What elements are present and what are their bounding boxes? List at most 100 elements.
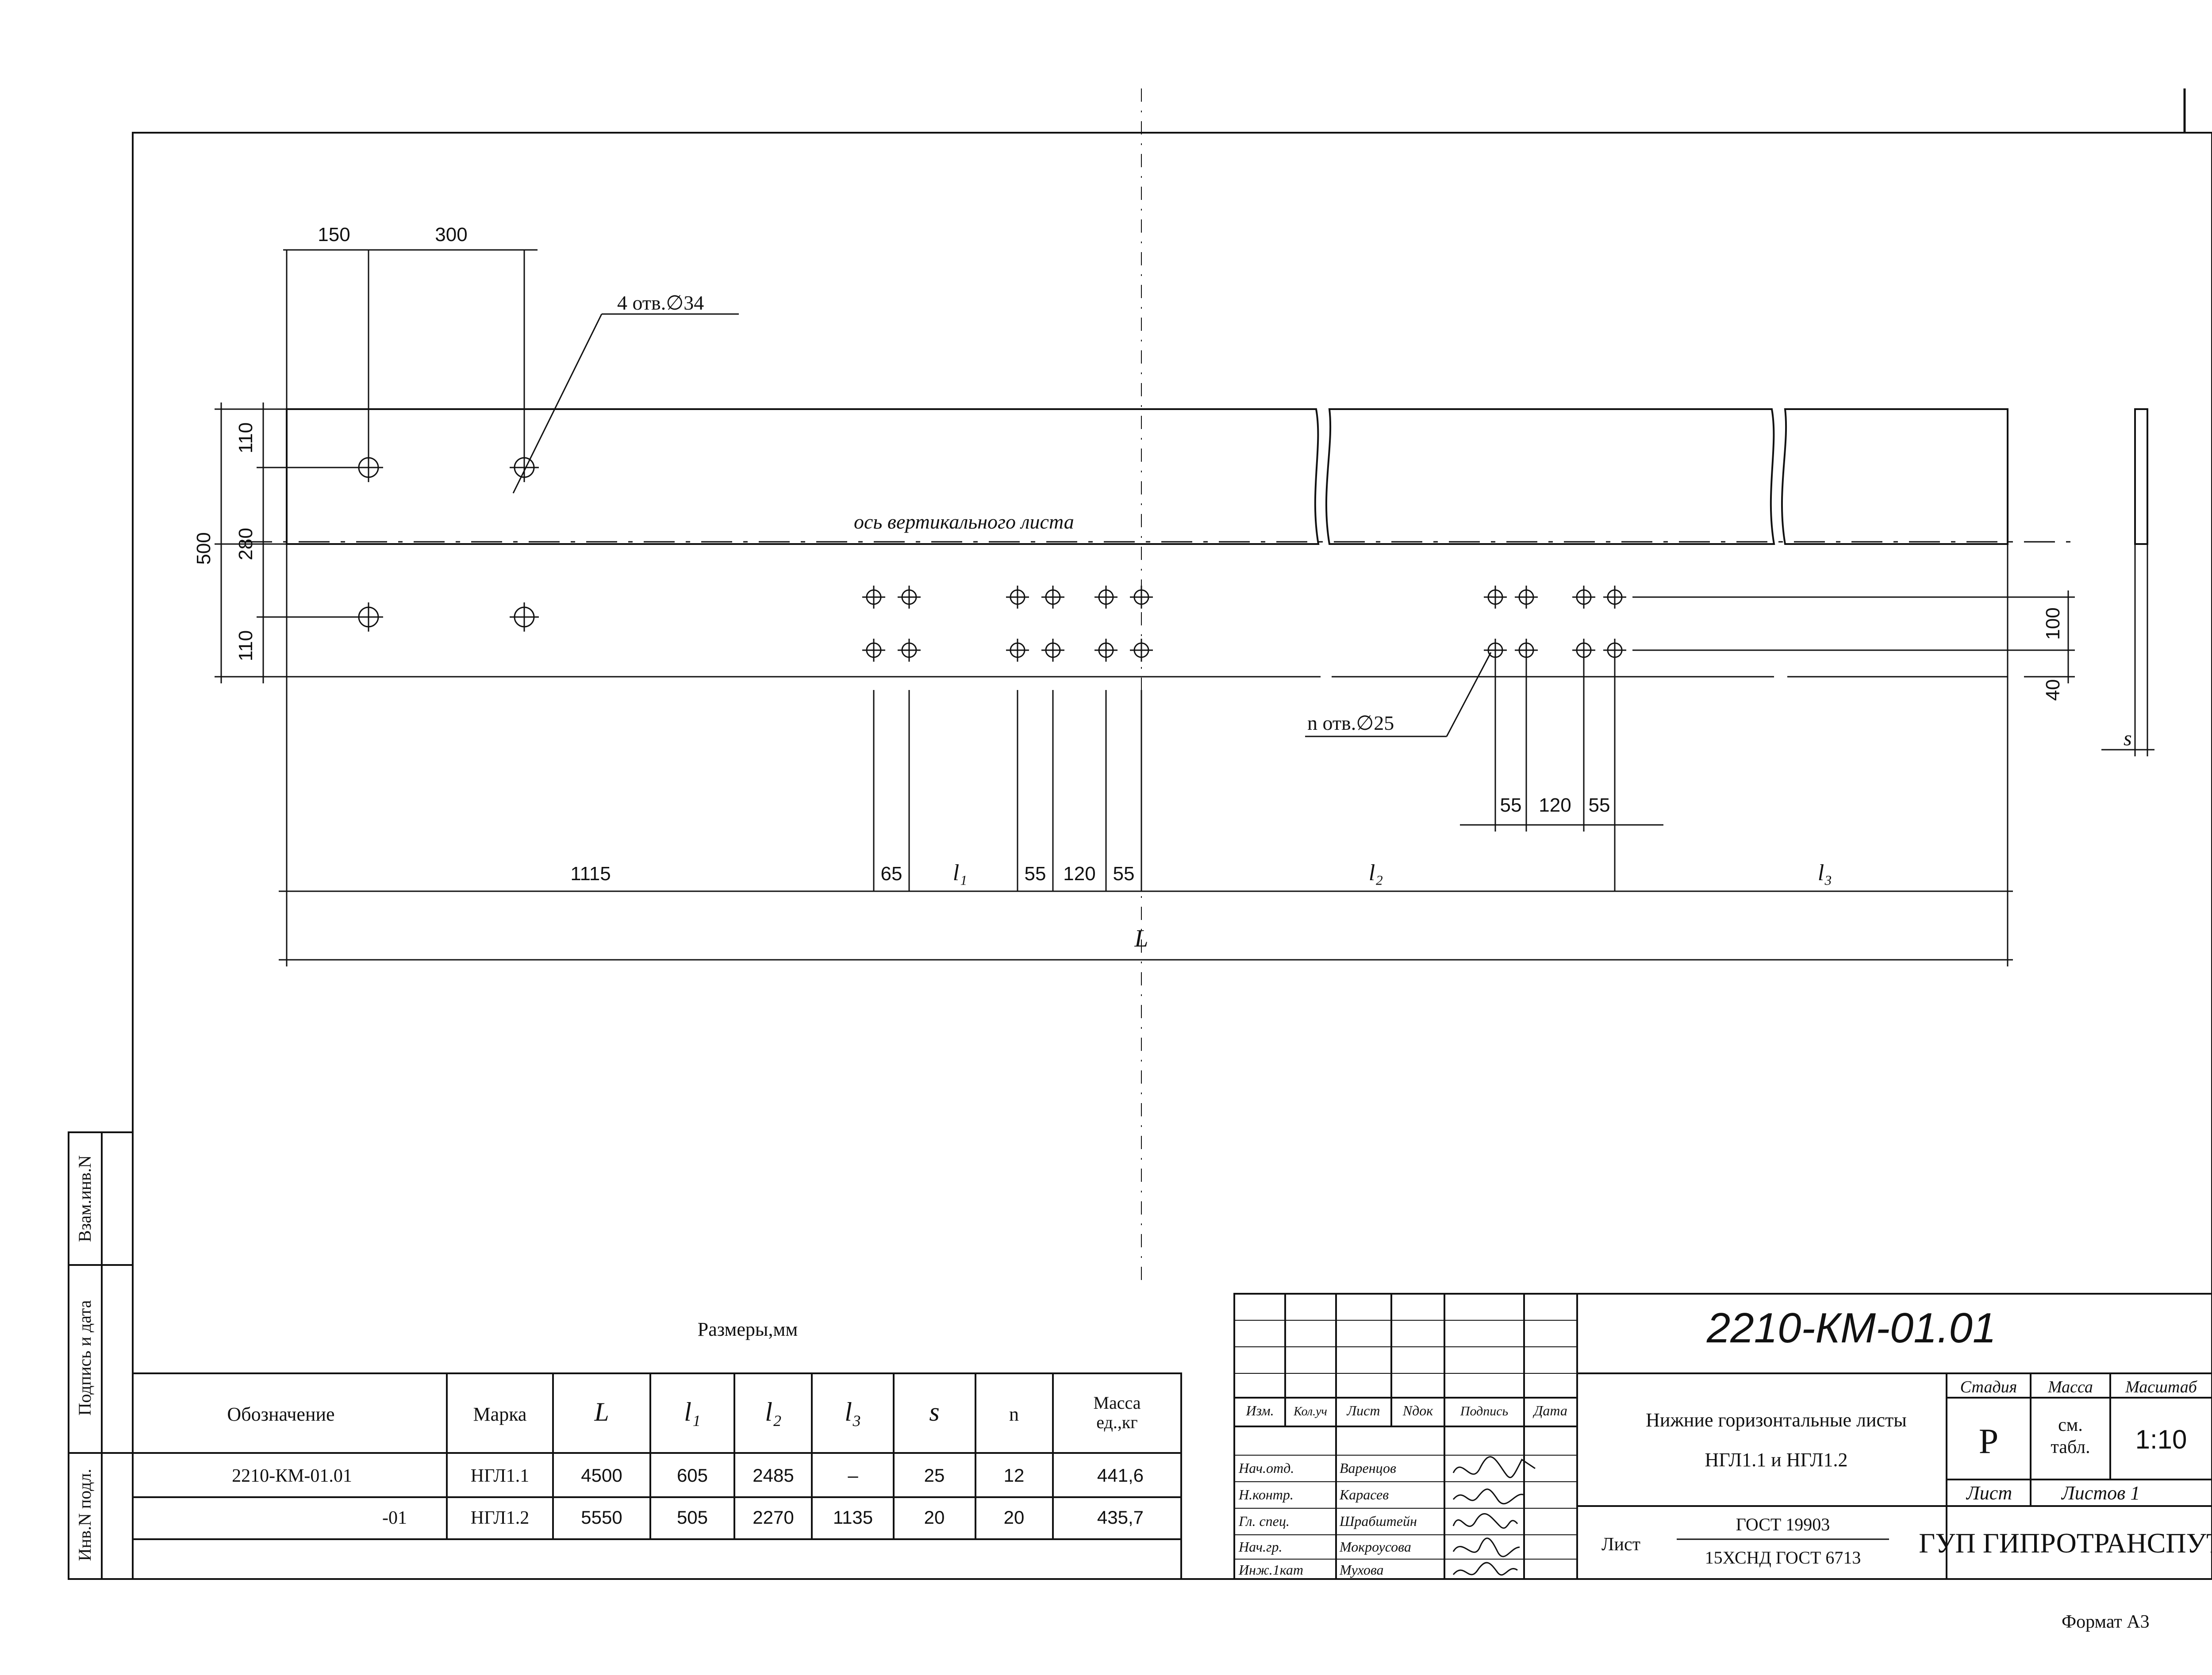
- title-block-grid: [1233, 1293, 2212, 1580]
- stamp-replace-label: Взам.инв.N: [75, 1155, 95, 1242]
- th-n: n: [1009, 1403, 1019, 1425]
- dim-300: 300: [435, 224, 467, 245]
- dim-L: L: [1134, 925, 1148, 952]
- tb-h-sign: Подпись: [1460, 1404, 1508, 1418]
- row2-L: 5550: [581, 1507, 622, 1528]
- mass-label: Масса: [2047, 1378, 2093, 1396]
- dim-280: 280: [235, 528, 257, 560]
- tb-h-izm: Изм.: [1245, 1403, 1274, 1418]
- dimension-lines: [215, 249, 2154, 966]
- scale-label: Масштаб: [2125, 1378, 2198, 1396]
- row1-s: 25: [924, 1465, 945, 1486]
- dim-s: s: [2124, 727, 2132, 750]
- name-4: Мокроусова: [1339, 1539, 1411, 1555]
- page-number: 9: [2211, 94, 2212, 126]
- sheet-label: Лист: [1966, 1482, 2012, 1504]
- mass-value-1: см.: [2058, 1415, 2083, 1435]
- dim-1115: 1115: [570, 863, 611, 885]
- row2-mark: НГЛ1.2: [471, 1508, 529, 1528]
- dim-500: 500: [193, 532, 215, 564]
- signatures: [1452, 1456, 1536, 1576]
- th-l3: l₃: [845, 1397, 861, 1426]
- side-stamp-frame: [68, 1131, 134, 1580]
- dim-55-d: 55: [1113, 863, 1135, 885]
- holes-d25: [862, 586, 1626, 662]
- tb-h-date: Дата: [1532, 1403, 1567, 1418]
- th-designation: Обозначение: [227, 1403, 334, 1425]
- material-line-2: 15ХСНД ГОСТ 6713: [1705, 1548, 1861, 1568]
- dim-l2: l₂: [1369, 860, 1383, 885]
- name-1: Варенцов: [1340, 1460, 1396, 1476]
- role-3: Гл. спец.: [1238, 1513, 1290, 1529]
- stamp-sign-label: Подпись и дата: [75, 1300, 95, 1415]
- dim-120-a: 120: [1539, 794, 1571, 816]
- organization: ГУП ГИПРОТРАНСПУТЬ: [1919, 1527, 2212, 1559]
- tb-h-list: Лист: [1347, 1403, 1380, 1418]
- row2-l3: 1135: [833, 1507, 873, 1528]
- dim-l1: l₁: [953, 860, 968, 885]
- table-title: Размеры,мм: [698, 1319, 798, 1340]
- row2-designation: -01: [382, 1508, 407, 1528]
- stage-value: Р: [1979, 1422, 1999, 1461]
- row1-n: 12: [1004, 1465, 1025, 1486]
- tb-h-ndok: Nдок: [1402, 1403, 1434, 1418]
- th-L: L: [594, 1397, 609, 1426]
- row2-s: 20: [924, 1507, 945, 1528]
- title-block: 2210-КМ-01.01 Изм. Кол.уч Лист Nдок Подп…: [1238, 1304, 2212, 1578]
- dim-110-top: 110: [235, 422, 257, 453]
- th-l2: l₂: [765, 1397, 782, 1426]
- row1-l3: –: [848, 1465, 858, 1486]
- dim-120-b: 120: [1063, 863, 1095, 885]
- row1-L: 4500: [581, 1465, 622, 1486]
- th-l1: l₁: [684, 1397, 701, 1426]
- axis-label: ось вертикального листа: [854, 510, 1074, 533]
- name-2: Карасев: [1339, 1487, 1389, 1503]
- title-line-2: НГЛ1.1 и НГЛ1.2: [1705, 1449, 1847, 1471]
- row2-l1: 505: [677, 1507, 708, 1528]
- row2-l2: 2270: [753, 1507, 794, 1528]
- drawing-code: 2210-КМ-01.01: [1706, 1304, 1996, 1352]
- name-5: Мухова: [1339, 1562, 1384, 1578]
- dim-110-bottom: 110: [235, 630, 257, 661]
- th-s: s: [929, 1397, 939, 1426]
- drawing-labels: 150 300 4 отв.∅34 ось вертикального лист…: [193, 224, 2132, 952]
- material-label: Лист: [1601, 1534, 1640, 1555]
- row2-mass: 435,7: [1097, 1507, 1144, 1528]
- side-stamp: Инв.N подл. Подпись и дата Взам.инв.N: [75, 1155, 95, 1561]
- role-5: Инж.1кат: [1238, 1562, 1303, 1578]
- dim-55-c: 55: [1025, 863, 1046, 885]
- hole-callout-25: n отв.∅25: [1307, 712, 1394, 734]
- material-line-1: ГОСТ 19903: [1736, 1514, 1830, 1534]
- plate-drawing: [241, 408, 2148, 545]
- dim-65: 65: [881, 863, 902, 885]
- scale-value: 1:10: [2135, 1425, 2187, 1454]
- stage-label: Стадия: [1960, 1378, 2017, 1396]
- name-3: Шрабштейн: [1339, 1513, 1417, 1529]
- dim-150: 150: [318, 224, 350, 245]
- row1-mark: НГЛ1.1: [471, 1466, 529, 1486]
- row2-n: 20: [1004, 1507, 1025, 1528]
- stamp-inv-label: Инв.N подл.: [75, 1469, 95, 1561]
- th-mark: Марка: [473, 1403, 527, 1425]
- spec-table: Размеры,мм Обозначение Марка L l₁ l₂ l₃ …: [227, 1319, 1144, 1528]
- row1-mass: 441,6: [1097, 1465, 1144, 1486]
- row1-designation: 2210-КМ-01.01: [232, 1466, 352, 1486]
- dim-100: 100: [2042, 607, 2064, 640]
- dim-l3: l₃: [1818, 860, 1832, 885]
- spec-table-grid: [132, 1372, 1182, 1580]
- row1-l2: 2485: [753, 1465, 794, 1486]
- mass-value-2: табл.: [2051, 1437, 2090, 1457]
- tb-h-kol: Кол.уч: [1293, 1405, 1327, 1418]
- sheet-frame: [132, 132, 2212, 1580]
- role-2: Н.контр.: [1238, 1487, 1294, 1503]
- hole-callout-34: 4 отв.∅34: [617, 291, 704, 314]
- dim-55-a: 55: [1500, 794, 1522, 816]
- dim-55-b: 55: [1589, 794, 1610, 816]
- sheets-count: Листов 1: [2061, 1482, 2140, 1504]
- row1-l1: 605: [677, 1465, 708, 1486]
- role-4: Нач.гр.: [1238, 1539, 1282, 1555]
- dim-40: 40: [2042, 679, 2064, 701]
- title-line-1: Нижние горизонтальные листы: [1646, 1409, 1907, 1431]
